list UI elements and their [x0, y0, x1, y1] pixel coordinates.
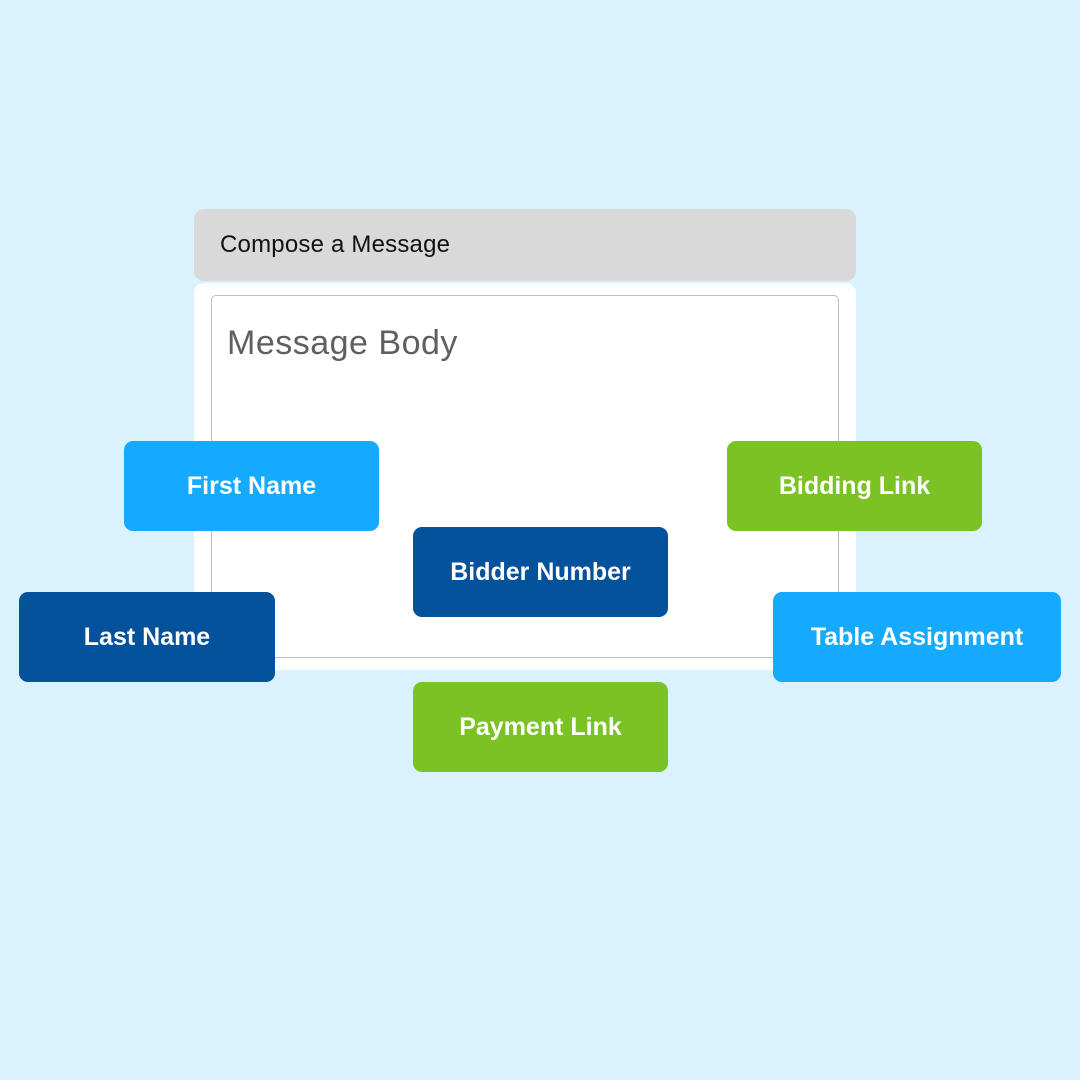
last-name-tag-label: Last Name — [83, 622, 211, 651]
bidding-link-tag[interactable]: Bidding Link — [727, 441, 982, 531]
table-assignment-tag[interactable]: Table Assignment — [773, 592, 1061, 682]
first-name-tag[interactable]: First Name — [124, 441, 379, 531]
payment-link-tag-label: Payment Link — [459, 712, 622, 741]
message-body-placeholder: Message Body — [227, 324, 458, 362]
composer-header: Compose a Message — [194, 209, 856, 281]
last-name-tag[interactable]: Last Name — [19, 592, 275, 682]
bidder-number-tag[interactable]: Bidder Number — [413, 527, 668, 617]
payment-link-tag[interactable]: Payment Link — [413, 682, 668, 772]
composer-title: Compose a Message — [220, 231, 451, 258]
bidder-number-tag-label: Bidder Number — [450, 557, 631, 586]
table-assignment-tag-label: Table Assignment — [810, 622, 1024, 651]
bidding-link-tag-label: Bidding Link — [778, 471, 931, 500]
first-name-tag-label: First Name — [186, 471, 317, 500]
